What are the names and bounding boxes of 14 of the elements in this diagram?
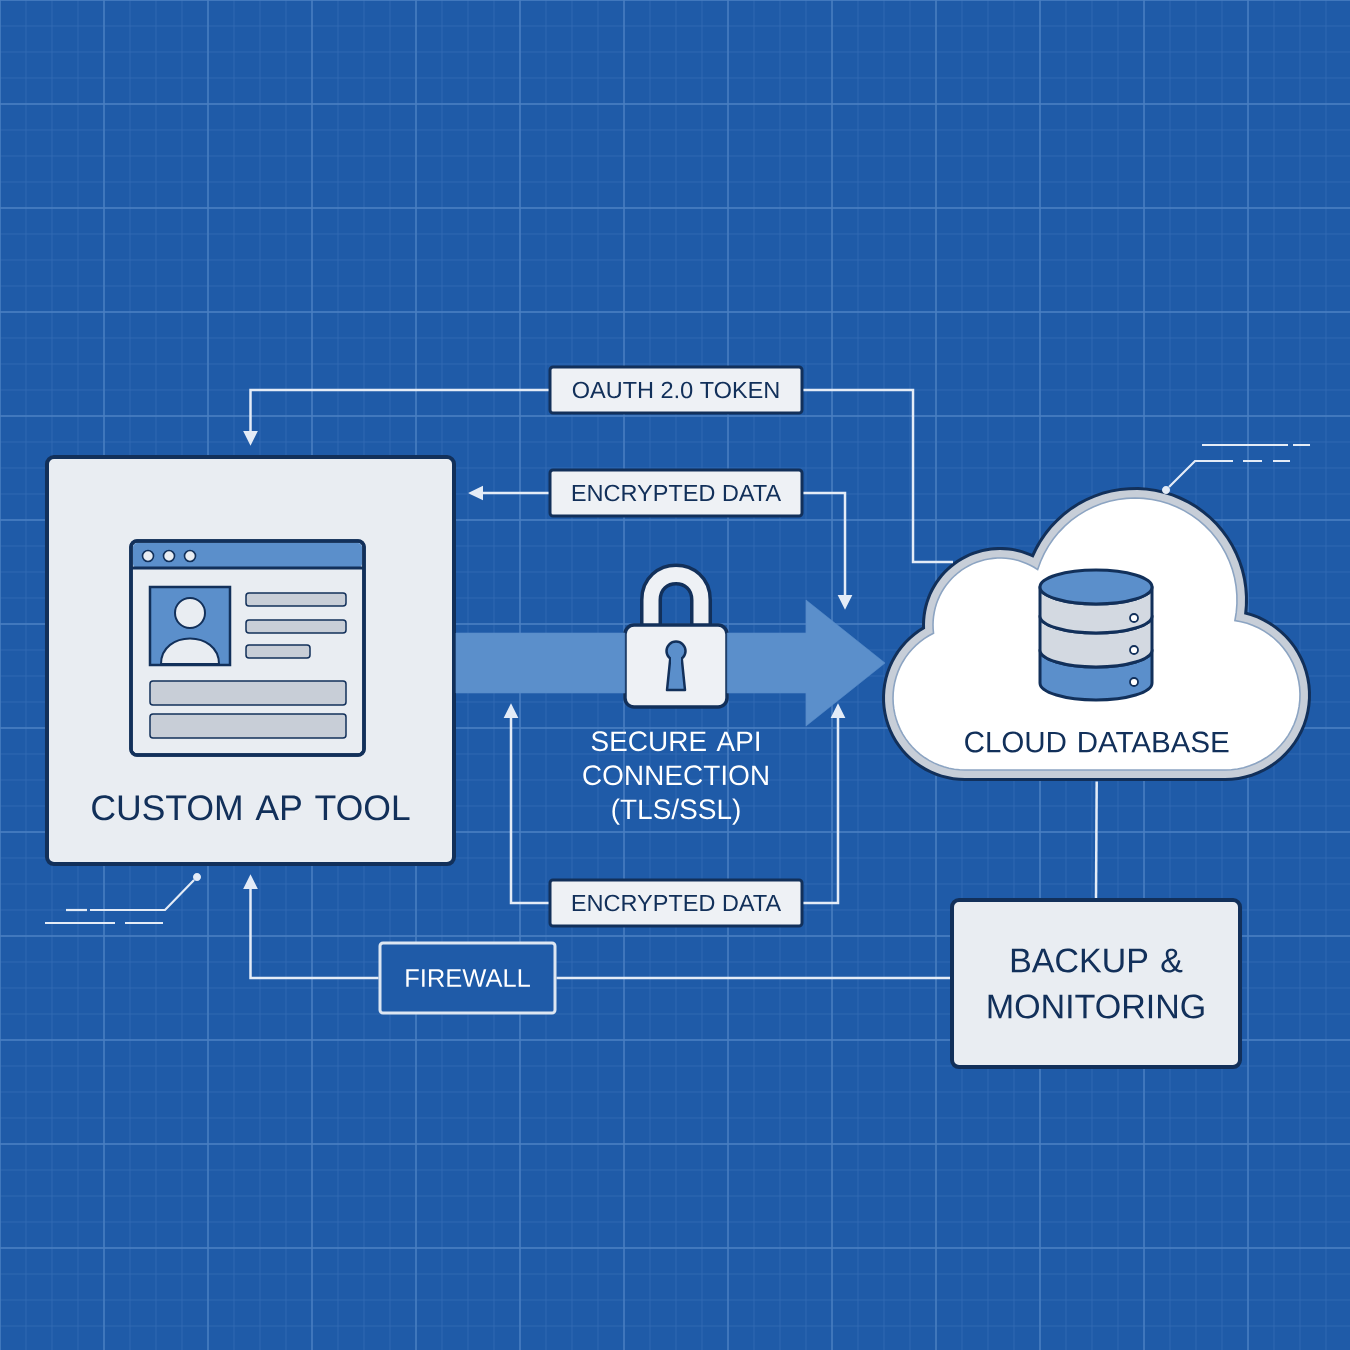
- leader-line: [90, 879, 195, 912]
- connector-band: [455, 632, 626, 694]
- leader-line: [1168, 459, 1233, 488]
- label-box: ENCRYPTED DATA: [548, 468, 804, 518]
- label-box: OAUTH 2.0 TOKEN: [548, 365, 804, 415]
- process-box: BACKUP & MONITORING: [950, 898, 1242, 1069]
- lock-icon: [623, 563, 729, 709]
- connector-line: [1094, 781, 1098, 898]
- connector-line: [556, 976, 950, 980]
- node-label: SECURE API CONNECTION (TLS/SSL): [583, 731, 768, 825]
- arrow: [726, 599, 886, 727]
- label-box: ENCRYPTED DATA: [548, 878, 804, 928]
- connector-line: [803, 388, 953, 564]
- firewall-box: FIREWALL: [378, 941, 557, 1015]
